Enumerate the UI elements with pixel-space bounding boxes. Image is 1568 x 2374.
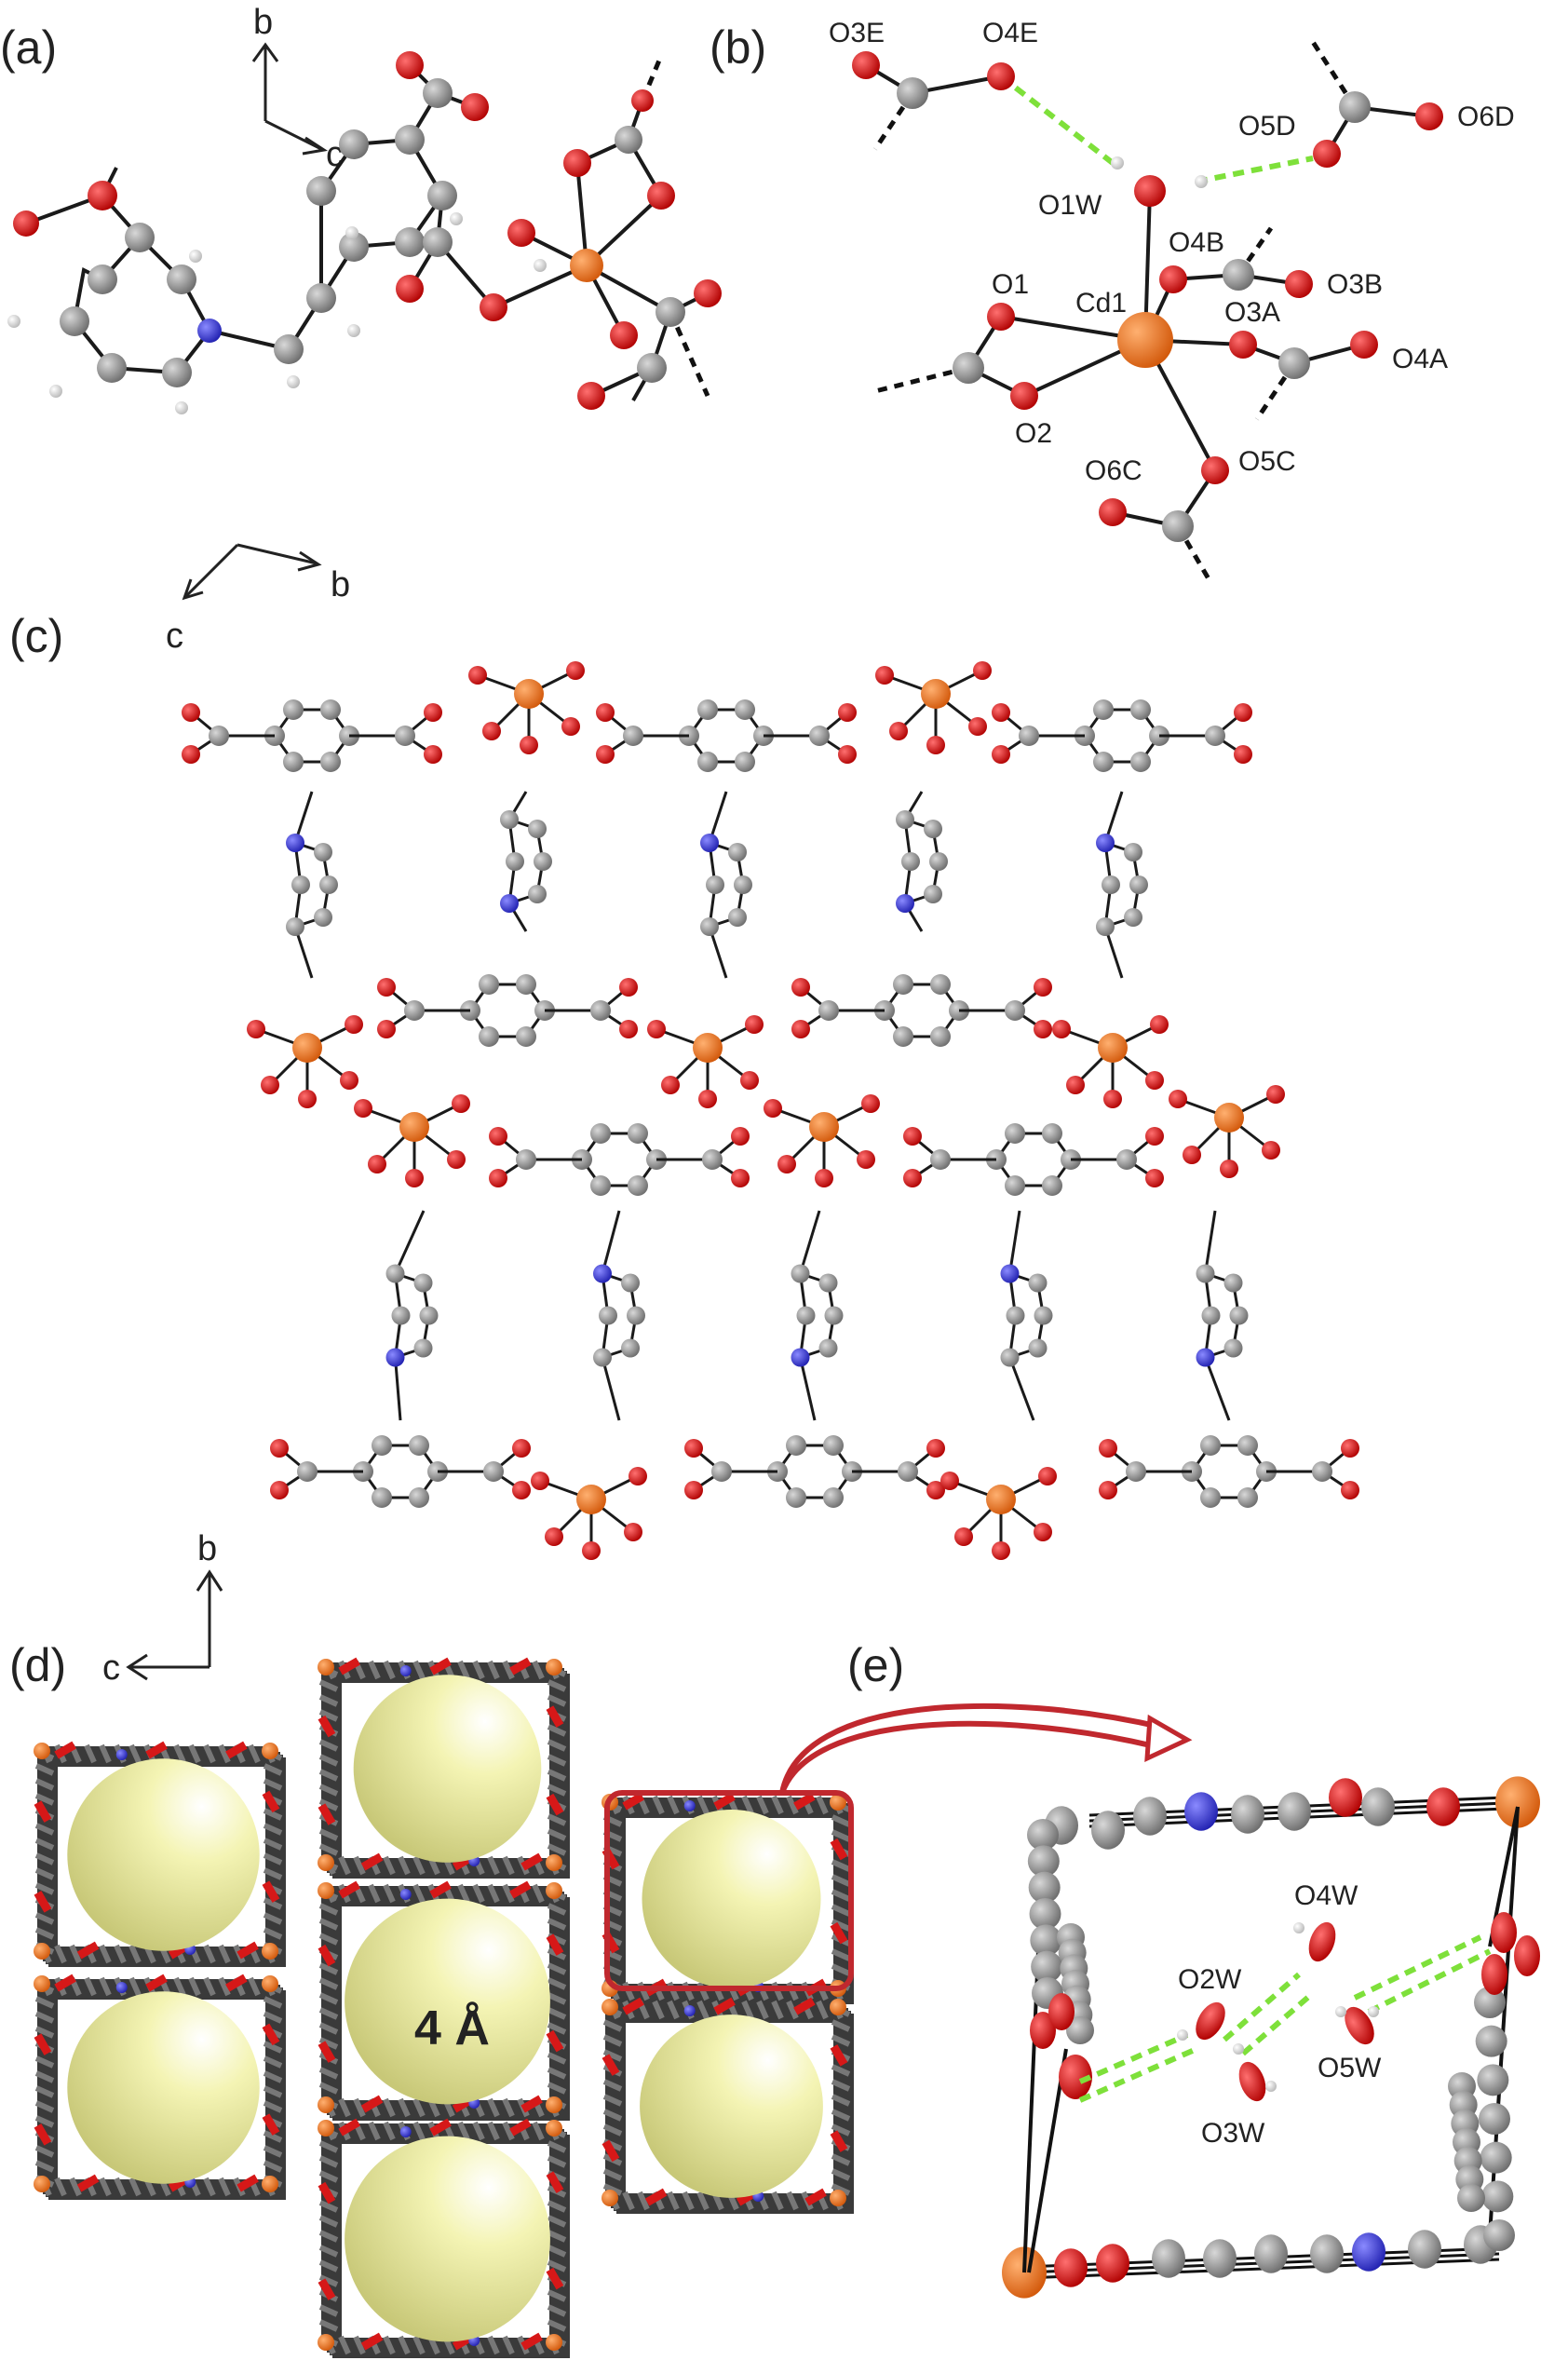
axis-indicator-c	[182, 543, 322, 601]
panel-label-c: (c)	[9, 610, 63, 662]
axis-label-c-d: c	[102, 1648, 120, 1688]
atom-label-o4a: O4A	[1392, 344, 1448, 374]
atom-label-o1w: O1W	[1038, 190, 1102, 221]
atom-label-o2: O2	[1015, 418, 1052, 449]
atoms-a	[7, 51, 722, 414]
zoom-arrow	[779, 1702, 1165, 1794]
highlight-box	[604, 1790, 854, 1991]
channel-detail-e: O2W O3W O4W O5W	[1002, 1776, 1540, 2299]
axis-label-b-a: b	[253, 3, 273, 42]
atom-label-o3b: O3B	[1327, 269, 1383, 300]
panel-label-a: (a)	[0, 21, 57, 74]
panel-label-e: (e)	[847, 1639, 904, 1691]
atom-label-o6d: O6D	[1457, 102, 1515, 132]
water-label-o2w: O2W	[1178, 1964, 1242, 1995]
atom-label-o4e: O4E	[982, 18, 1038, 48]
ligand-structure-a	[7, 51, 722, 414]
pore-packing-d	[34, 1657, 854, 2358]
axis-indicator-d	[126, 1569, 223, 1681]
water-label-o4w: O4W	[1294, 1880, 1358, 1911]
atom-label-o4b: O4B	[1169, 227, 1224, 258]
atom-label-o3e: O3E	[829, 18, 885, 48]
zoom-arrow-inner	[779, 1720, 1156, 1795]
coordination-environment-b: O3E O4E O5D O6D O1W O4B O3B O1 Cd1 O3A O…	[829, 18, 1515, 584]
axis-label-c-c: c	[166, 617, 183, 656]
water-label-o5w: O5W	[1318, 2053, 1382, 2083]
atoms-b	[852, 51, 1443, 542]
atom-label-o5c: O5C	[1238, 446, 1296, 477]
zoom-arrow-head	[1144, 1714, 1193, 1763]
atom-label-o5d: O5D	[1238, 111, 1296, 142]
atom-label-o3a: O3A	[1224, 297, 1280, 328]
panel-label-d: (d)	[9, 1639, 66, 1691]
pore-size-label: 4 Å	[414, 2001, 490, 2055]
atom-label-o1: O1	[992, 269, 1029, 300]
atom-label-o6c: O6C	[1085, 455, 1142, 486]
atom-label-cd1: Cd1	[1075, 288, 1127, 319]
axis-indicator-a	[251, 42, 329, 156]
axis-label-b-d: b	[197, 1529, 217, 1568]
panel-label-b: (b)	[710, 21, 766, 74]
axis-label-b-c: b	[331, 565, 350, 604]
water-label-o3w: O3W	[1201, 2118, 1265, 2149]
framework-layer-c	[182, 661, 1359, 1560]
